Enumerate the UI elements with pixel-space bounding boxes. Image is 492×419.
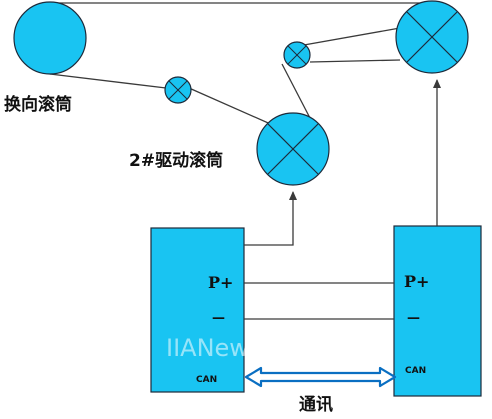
communication-label: 通讯 [299,395,333,415]
drive-roller-right [395,0,469,74]
belt-to-drive-segment [188,87,276,127]
drive-roller-2-label: 2#驱动滚筒 [129,150,223,171]
right-minus-label: — [407,311,420,326]
right-controller-box [393,225,482,397]
belt-lines [49,2,432,127]
left-can-label: CAN [196,375,217,385]
left-p-plus-label: P+ [208,273,233,292]
small-idler-roller-left [164,76,192,104]
right-p-plus-label: P+ [404,272,429,291]
reversing-roller [13,1,87,75]
belt-lower-segment [49,73,167,89]
left-control-arrow [244,191,297,246]
reversing-roller-label: 换向滚筒 [4,94,72,115]
communication-double-arrow [244,366,397,388]
drive-roller-2 [256,112,330,186]
watermark-text: IIANews [166,334,261,362]
left-controller-box [150,227,245,393]
right-can-label: CAN [405,366,426,376]
left-minus-label: — [212,311,225,326]
belt-drive-to-idler-segment [281,63,312,121]
small-idler-roller-upper [283,41,311,69]
belt-idler-right-segment [309,59,401,63]
